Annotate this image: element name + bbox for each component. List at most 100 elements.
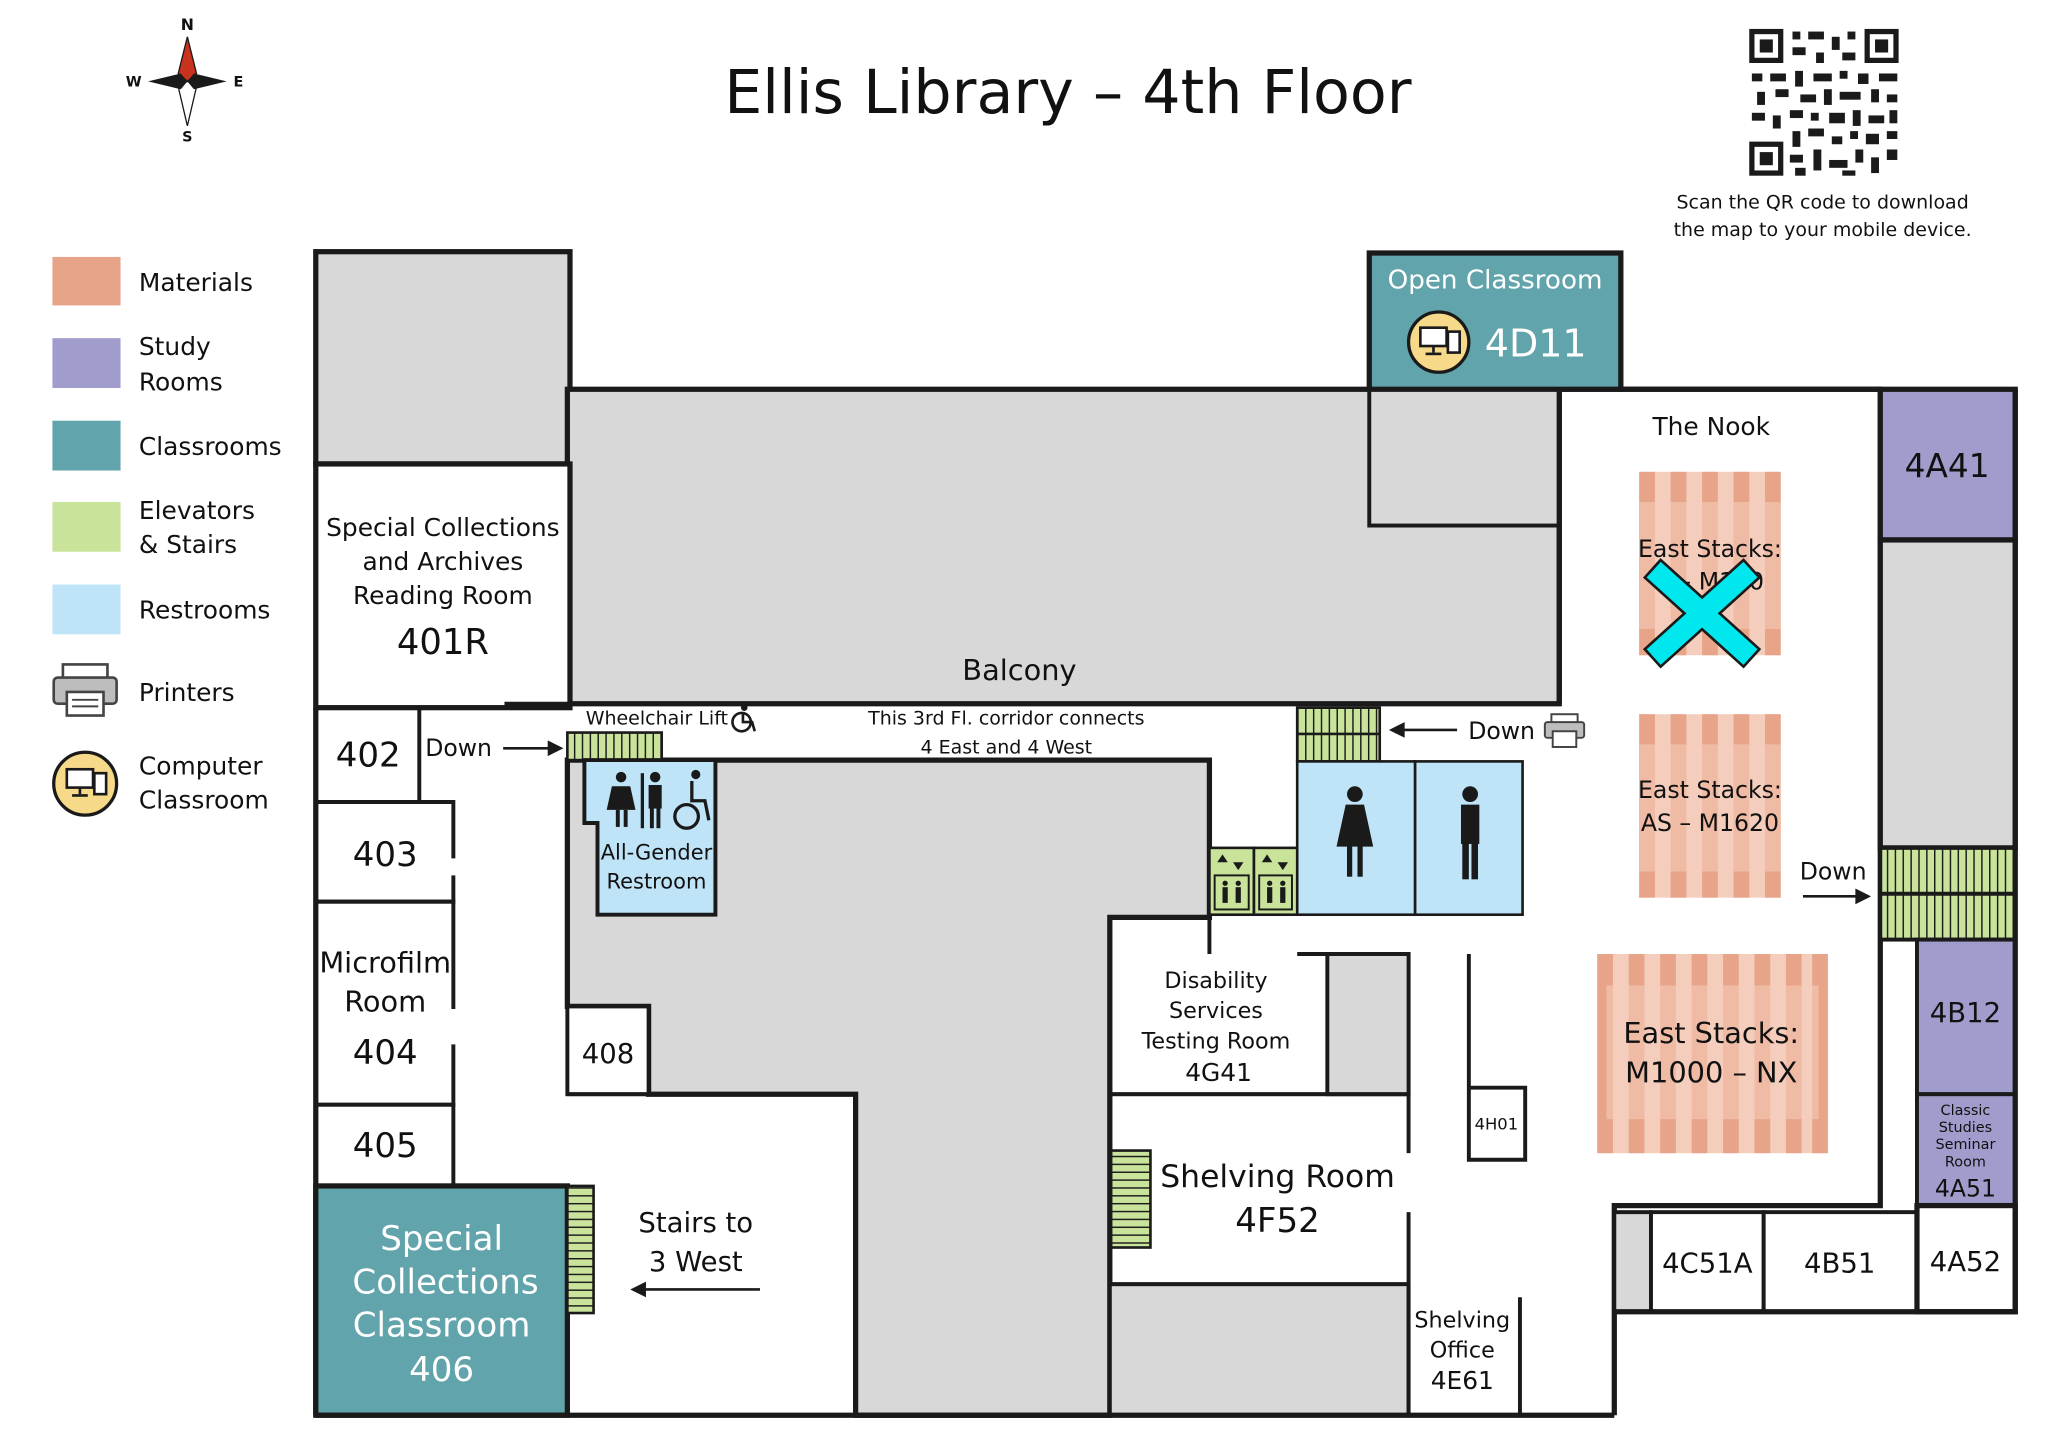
room-4a41-label: 4A41 — [1905, 447, 1990, 485]
down-label-east: Down — [1800, 857, 1867, 885]
qr-caption-line1: Scan the QR code to download — [1676, 191, 1968, 213]
compass-e: E — [234, 75, 244, 91]
shelving-office-number: 4E61 — [1431, 1366, 1494, 1395]
room-403-label: 403 — [353, 835, 418, 875]
elevator-icon — [1213, 854, 1293, 911]
legend-study-2: Rooms — [139, 368, 223, 397]
page-title: Ellis Library – 4th Floor — [724, 58, 1412, 128]
all-gender-line2: Restroom — [607, 869, 707, 893]
disability-number: 4G41 — [1185, 1058, 1252, 1087]
open-classroom-label: Open Classroom — [1388, 265, 1603, 295]
east-stacks-3 — [1597, 954, 1828, 1154]
east-stacks-1-label: East Stacks: — [1638, 535, 1782, 563]
wheelchair-lift — [566, 731, 664, 762]
legend-computer-2: Classroom — [139, 786, 269, 815]
disability-line1: Disability — [1164, 968, 1267, 994]
computer-classroom-icon — [1406, 310, 1471, 374]
classic-studies-1: Classic — [1941, 1103, 1991, 1119]
legend-computer-1: Computer — [139, 751, 263, 780]
classic-studies-4: Room — [1945, 1154, 1986, 1170]
elevator-2 — [1252, 846, 1299, 917]
legend-swatch-elevators — [52, 501, 121, 552]
all-gender-restroom-icon — [606, 769, 711, 830]
room-4a52-label: 4A52 — [1930, 1246, 2001, 1278]
compass-n: N — [181, 15, 194, 34]
special-classroom-line2: Collections — [352, 1262, 538, 1302]
room-4h01-label: 4H01 — [1475, 1115, 1519, 1134]
room-402-label: 402 — [336, 736, 401, 776]
microfilm-line1: Microfilm — [319, 945, 451, 979]
compass-icon: N S W E — [126, 15, 244, 145]
classic-studies-3: Seminar — [1935, 1137, 1995, 1153]
special-classroom-line1: Special — [380, 1219, 503, 1259]
stairs-to-line1: Stairs to — [638, 1207, 753, 1239]
x-marker-icon — [1642, 558, 1762, 669]
arrow-left-icon — [630, 1281, 760, 1298]
special-collections-line3: Reading Room — [353, 581, 533, 610]
shelving-room-number: 4F52 — [1235, 1201, 1320, 1241]
legend-swatch-materials — [52, 256, 121, 306]
balcony-label: Balcony — [962, 653, 1076, 687]
printer-icon — [1543, 713, 1586, 748]
room-405-label: 405 — [353, 1126, 418, 1166]
legend-swatch-restrooms — [52, 584, 121, 635]
east-stacks-2-range: AS – M1620 — [1641, 809, 1779, 837]
mens-restroom-icon — [1460, 786, 1480, 880]
east-stacks-2-label: East Stacks: — [1638, 776, 1782, 804]
shelving-office-line1: Shelving — [1414, 1307, 1510, 1333]
stairs-shelving — [1109, 1149, 1152, 1249]
printer-icon — [52, 663, 118, 717]
special-classroom-number: 406 — [409, 1350, 474, 1390]
east-stacks-3-range: M1000 – NX — [1625, 1055, 1797, 1089]
qr-code-icon[interactable] — [1746, 26, 1902, 179]
stairs-to-line2: 3 West — [649, 1246, 743, 1278]
room-4b12-label: 4B12 — [1930, 997, 2001, 1029]
down-label-central: Down — [1468, 717, 1535, 745]
classic-studies-number: 4A51 — [1935, 1174, 1996, 1202]
east-stacks-2 — [1639, 714, 1781, 898]
arrow-left-icon — [1388, 722, 1458, 738]
east-stacks-3-label: East Stacks: — [1623, 1016, 1799, 1050]
legend-materials: Materials — [139, 268, 253, 297]
legend: Materials Study Rooms Classrooms Elevato… — [52, 256, 282, 817]
computer-classroom-icon — [52, 750, 119, 817]
legend-restrooms: Restrooms — [139, 596, 271, 625]
legend-swatch-study — [52, 338, 121, 388]
womens-restroom-icon — [1336, 786, 1374, 877]
room-4b51-label: 4B51 — [1804, 1247, 1875, 1279]
open-classroom-number: 4D11 — [1485, 322, 1587, 366]
shelving-office-line2: Office — [1430, 1338, 1495, 1364]
legend-classrooms: Classrooms — [139, 432, 282, 461]
special-collections-number: 401R — [397, 622, 489, 663]
legend-study-1: Study — [139, 332, 211, 361]
compass-s: S — [182, 130, 192, 146]
elevator-1 — [1208, 846, 1256, 917]
microfilm-line2: Room — [344, 985, 426, 1019]
disability-line3: Testing Room — [1141, 1028, 1291, 1054]
arrow-right-icon — [503, 740, 564, 757]
corridor-line1: This 3rd Fl. corridor connects — [867, 708, 1144, 730]
qr-caption-line2: the map to your mobile device. — [1674, 219, 1972, 241]
the-nook-label: The Nook — [1651, 412, 1770, 441]
floor-plan: Open Classroom 4D11 4A41 4B12 Classic St… — [313, 249, 2018, 1418]
room-404-number: 404 — [353, 1033, 418, 1073]
room-4c51a — [1649, 1210, 1766, 1314]
legend-swatch-classrooms — [52, 420, 121, 471]
special-collections-line1: Special Collections — [326, 513, 560, 542]
wheelchair-icon — [731, 704, 756, 733]
classic-studies-2: Studies — [1939, 1120, 1992, 1136]
room-4c51a-label: 4C51A — [1662, 1247, 1753, 1279]
room-4b51 — [1761, 1210, 1919, 1314]
special-collections-reading-room — [313, 461, 573, 711]
stairs-to-3-west — [566, 1184, 595, 1315]
all-gender-line1: All-Gender — [601, 841, 713, 865]
open-classroom — [1366, 250, 1624, 392]
down-label-west: Down — [425, 734, 492, 762]
legend-elevators-1: Elevators — [139, 496, 255, 525]
special-collections-line2: and Archives — [363, 547, 524, 576]
arrow-right-icon — [1802, 888, 1872, 905]
compass-w: W — [126, 75, 142, 91]
shelving-room-label: Shelving Room — [1160, 1159, 1395, 1195]
legend-printers: Printers — [139, 678, 235, 707]
